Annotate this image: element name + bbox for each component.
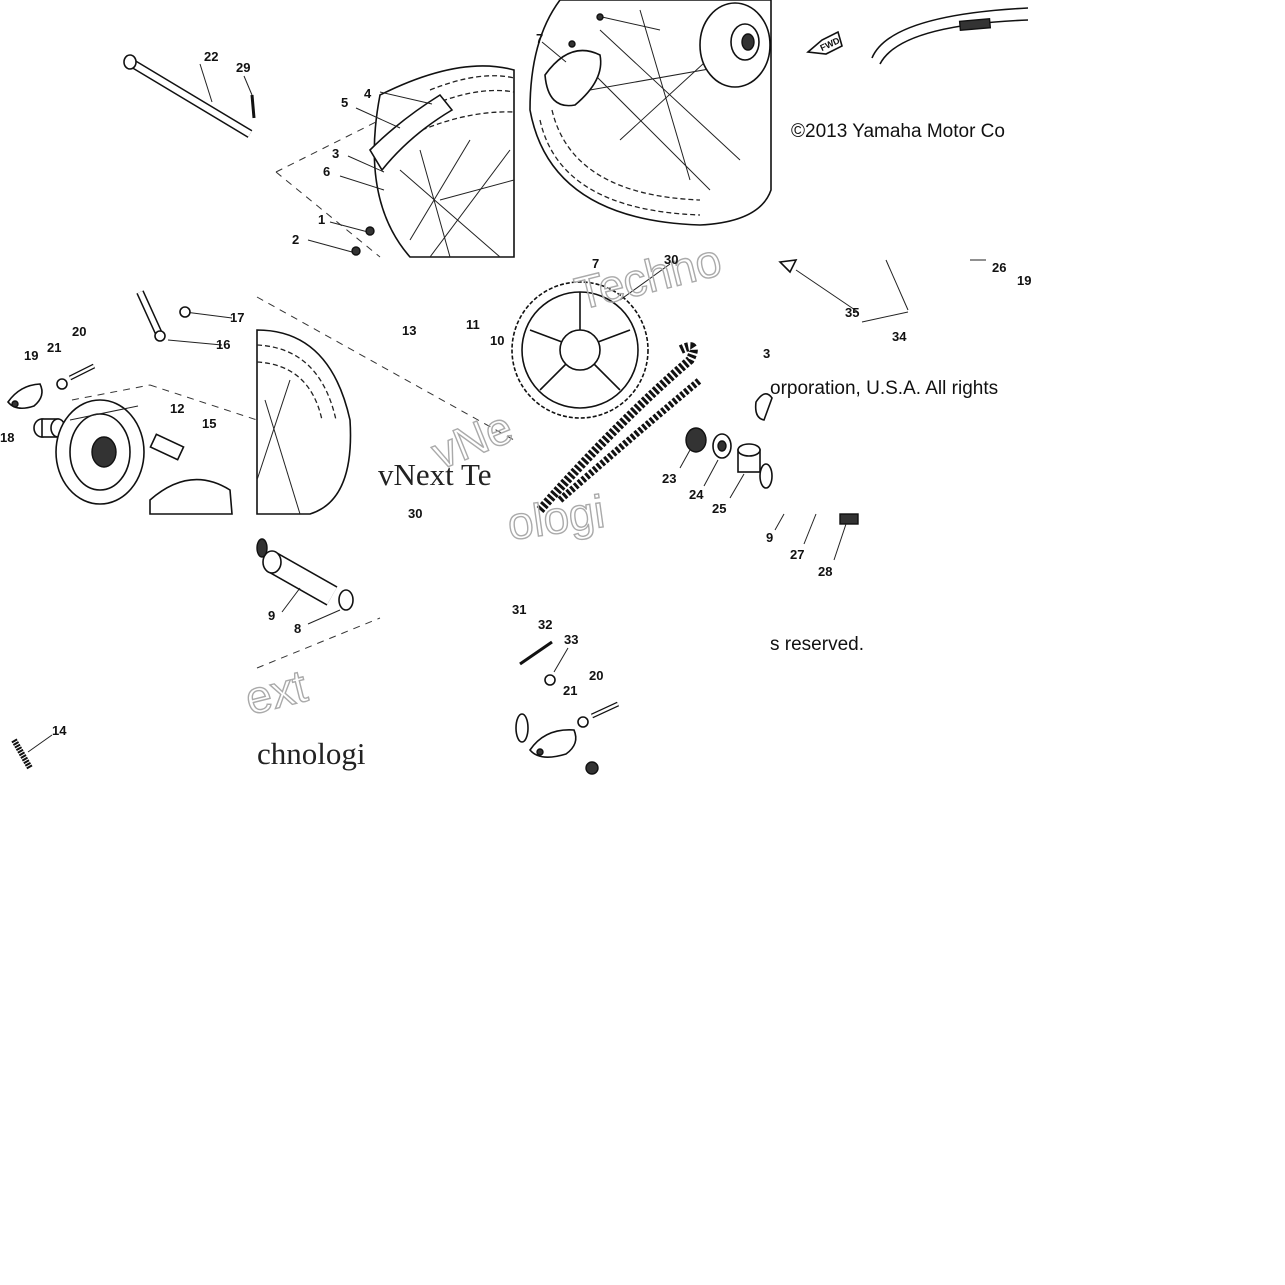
callout-25: 25 (712, 501, 726, 516)
copyright-line-3: s reserved. (770, 634, 864, 655)
tile-bolt-14 (11, 734, 53, 770)
callout-34: 34 (892, 329, 907, 344)
callout-17: 17 (230, 310, 244, 325)
rear-fender-flap (368, 93, 454, 172)
copyright-line-2: orporation, U.S.A. All rights (770, 378, 998, 399)
adjuster-plate (528, 729, 577, 758)
copyright-line-1: ©2013 Yamaha Motor Co (791, 121, 1005, 142)
callout-7: 7 (536, 31, 543, 46)
callout-labels: 22 29 4 5 3 6 1 2 7 13 11 10 17 16 20 21… (0, 31, 1031, 738)
callout-28: 28 (818, 564, 832, 579)
callout-14: 14 (52, 723, 67, 738)
callout-9b: 9 (766, 530, 773, 545)
watermark-outline-2: Techno (570, 233, 727, 319)
tile-sprocket: Techno ologi (503, 233, 773, 551)
callout-30a: 30 (664, 252, 678, 267)
spacer-stack (685, 427, 773, 489)
callout-20b: 20 (589, 668, 603, 683)
callout-32: 32 (538, 617, 552, 632)
camshaft (149, 433, 185, 461)
callout-11: 11 (466, 317, 480, 332)
watermark-serif-2: chnologi (257, 736, 366, 771)
watermark-outline-3: ologi (504, 485, 607, 550)
callout-9: 9 (268, 608, 275, 623)
mud-flap (544, 49, 602, 107)
drive-chain (536, 342, 703, 513)
callout-19a: 19 (24, 348, 38, 363)
tile-copyright: FWD ©2013 Yamaha Motor Co (791, 7, 1029, 142)
tile-bolts: s reserved. (770, 513, 864, 655)
callout-2: 2 (292, 232, 299, 247)
tile-adjuster (515, 640, 620, 775)
tile-tire-fender (275, 65, 515, 258)
tile-axle (123, 54, 256, 138)
callout-26: 26 (992, 260, 1006, 275)
cotter-pin (243, 75, 256, 119)
chain-adjuster (6, 383, 43, 410)
callout-29: 29 (236, 60, 250, 75)
callout-20a: 20 (72, 324, 86, 339)
callout-30b: 30 (408, 506, 422, 521)
callout-21a: 21 (47, 340, 61, 355)
callout-7b: 7 (592, 256, 599, 271)
watermark-outline-4: ext (240, 659, 312, 724)
callout-21b: 21 (563, 683, 577, 698)
rear-sprocket (511, 281, 649, 419)
tile-brake (6, 290, 258, 515)
brake-shoe (149, 478, 233, 515)
callout-27: 27 (790, 547, 804, 562)
torque-rod (136, 290, 166, 342)
callout-3b: 3 (763, 346, 770, 361)
bolt-14 (11, 738, 33, 770)
bolt (68, 363, 96, 381)
tile-tire-lower: vNext Te vNe (256, 296, 520, 515)
nut (839, 513, 859, 525)
distance-collar (262, 550, 338, 606)
callout-15: 15 (202, 416, 216, 431)
tile-wheel-hub (529, 0, 772, 226)
callout-31: 31 (512, 602, 526, 617)
snail-adjuster (778, 259, 798, 274)
callout-6: 6 (323, 164, 330, 179)
callout-5: 5 (341, 95, 348, 110)
callout-18: 18 (0, 430, 14, 445)
callout-19b: 19 (1017, 273, 1031, 288)
callout-8: 8 (294, 621, 301, 636)
callout-16: 16 (216, 337, 230, 352)
spokes (399, 139, 515, 258)
callout-12: 12 (170, 401, 184, 416)
callout-1: 1 (318, 212, 325, 227)
callout-22: 22 (204, 49, 218, 64)
watermark-outline-1: vNe (424, 400, 519, 479)
brake-plate (55, 399, 145, 505)
callout-4: 4 (364, 86, 372, 101)
rear-axle (123, 54, 253, 138)
callout-3: 3 (332, 146, 339, 161)
fwd-arrow: FWD (806, 30, 843, 55)
tile-chain-guide: orporation, U.S.A. All rights (770, 259, 998, 399)
adjuster-bolt (590, 701, 620, 719)
tile-collar: ext chnologi (239, 538, 381, 771)
master-link (754, 393, 773, 421)
callout-35: 35 (845, 305, 859, 320)
drive-chain-loop (871, 7, 1029, 65)
callout-10: 10 (490, 333, 504, 348)
callout-13: 13 (402, 323, 416, 338)
watermark-serif-1: vNext Te (378, 457, 491, 492)
rear-hub (699, 2, 771, 88)
callout-23: 23 (662, 471, 676, 486)
callout-33: 33 (564, 632, 578, 647)
callout-24: 24 (689, 487, 704, 502)
